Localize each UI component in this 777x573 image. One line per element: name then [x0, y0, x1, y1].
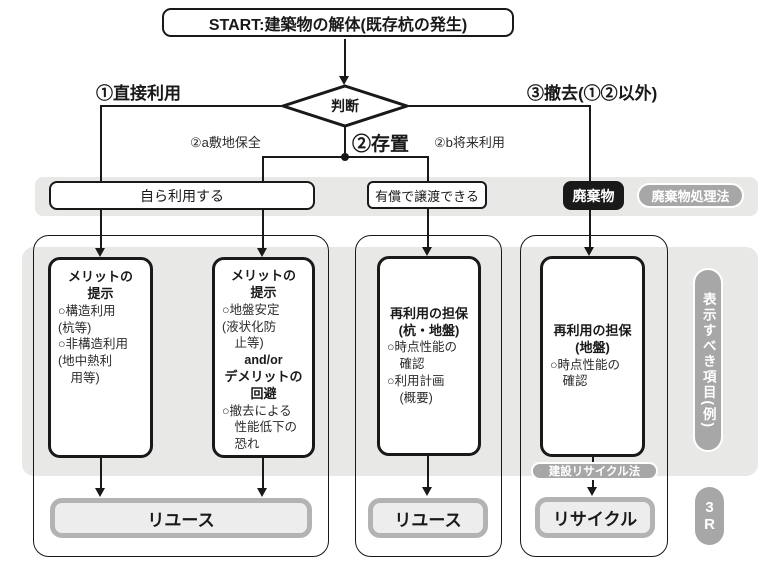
recycle-law-pill: 建設リサイクル法	[531, 462, 658, 480]
display-items-pill: 表示すべき項目(例)	[693, 268, 723, 452]
decision-label: 判断	[331, 98, 359, 114]
column2-connector: and/or	[244, 353, 283, 368]
column4-body: ○時点性能の 確認	[550, 357, 621, 389]
self-use-label: 自ら利用する	[140, 187, 224, 204]
column1-header: メリットの 提示	[67, 269, 133, 301]
connector-b2b-down	[427, 156, 429, 183]
recycle-law-label: 建設リサイクル法	[548, 466, 641, 478]
waste-box: 廃棄物	[563, 181, 624, 210]
column-box-merit-demerit: メリットの 提示 ○地盤安定 (液状化防 止等) and/or デメリットの 回…	[212, 257, 315, 458]
column4-header: 再利用の担保 (地盤)	[553, 322, 632, 355]
outcome-recycle-label: リサイクル	[552, 510, 638, 529]
waste-law-pill: 廃棄物処理法	[637, 183, 744, 208]
column3-body: ○時点性能の 確認 ○利用計画 (概要)	[387, 340, 458, 405]
column-box-guarantee-pile: 再利用の担保 (杭・地盤) ○時点性能の 確認 ○利用計画 (概要)	[377, 256, 481, 456]
three-r-pill: 3 R	[695, 487, 724, 545]
connector-b1-down	[100, 105, 102, 182]
arrowhead-out2	[257, 488, 267, 497]
transfer-box: 有償で譲渡できる	[367, 181, 487, 209]
column2-header: メリットの 提示	[230, 268, 296, 300]
arrowhead-out4	[587, 487, 597, 496]
arrowhead-decision	[339, 76, 349, 85]
outcome-reuse-left: リユース	[50, 498, 312, 538]
arrowhead-col3	[422, 247, 432, 256]
branch2-label: ②存置	[352, 134, 410, 155]
connector-branch1-h	[101, 105, 281, 107]
transfer-label: 有償で譲渡できる	[375, 188, 479, 204]
connector-out1	[100, 458, 102, 489]
decision-diamond: 判断	[281, 84, 409, 128]
outcome-reuse-mid-label: リユース	[394, 510, 462, 530]
waste-label: 廃棄物	[572, 187, 615, 204]
column-box-merit-structural: メリットの 提示 ○構造利用 (杭等) ○非構造利用 (地中熱利 用等)	[48, 257, 153, 458]
column-box-guarantee-ground: 再利用の担保 (地盤) ○時点性能の 確認	[540, 256, 645, 457]
self-use-box: 自ら利用する	[49, 181, 315, 210]
arrowhead-col2	[257, 248, 267, 257]
waste-law-label: 廃棄物処理法	[651, 189, 730, 204]
outcome-reuse-left-label: リユース	[147, 510, 215, 530]
connector-branch3-h	[409, 105, 590, 107]
arrowhead-out1	[95, 488, 105, 497]
arrowhead-out3	[422, 487, 432, 496]
connector-out2	[262, 458, 264, 489]
connector-out3	[427, 455, 429, 488]
display-items-label: 表示すべき項目(例)	[700, 291, 716, 429]
connector-b2a-down	[262, 156, 264, 182]
branch3-label: ③撤去(①②以外)	[527, 84, 658, 103]
start-node: START:建築物の解体(既存杭の発生)	[162, 8, 514, 37]
group-direct-use	[33, 235, 329, 557]
column3-header: 再利用の担保 (杭・地盤)	[389, 305, 468, 338]
branch2a-label: ②a敷地保全	[190, 135, 261, 150]
three-r-label: 3 R	[704, 498, 715, 533]
connector-b3-down	[589, 105, 591, 182]
column1-body: ○構造利用 (杭等) ○非構造利用 (地中熱利 用等)	[58, 303, 129, 385]
arrowhead-col1	[95, 248, 105, 257]
arrowhead-col4	[584, 247, 594, 256]
connector-start-decision	[344, 39, 346, 77]
diamond-shape	[281, 84, 409, 128]
connector-branch2-split	[263, 156, 428, 158]
branch2b-label: ②b将来利用	[434, 135, 505, 150]
connector-col1	[100, 210, 102, 250]
connector-col3	[427, 209, 429, 249]
connector-branch2-v	[344, 127, 346, 157]
outcome-recycle: リサイクル	[535, 497, 655, 538]
connector-col4	[589, 210, 591, 249]
column2-body: ○地盤安定 (液状化防 止等)	[222, 302, 280, 351]
outcome-reuse-mid: リユース	[368, 498, 488, 538]
group-removal	[520, 235, 668, 557]
branch1-label: ①直接利用	[96, 84, 181, 103]
start-label: START:建築物の解体(既存杭の発生)	[208, 16, 468, 34]
column2-body2: ○撤去による 性能低下の 恐れ	[222, 403, 298, 452]
connector-col2	[262, 210, 264, 250]
column2-header2: デメリットの 回避	[224, 368, 303, 401]
